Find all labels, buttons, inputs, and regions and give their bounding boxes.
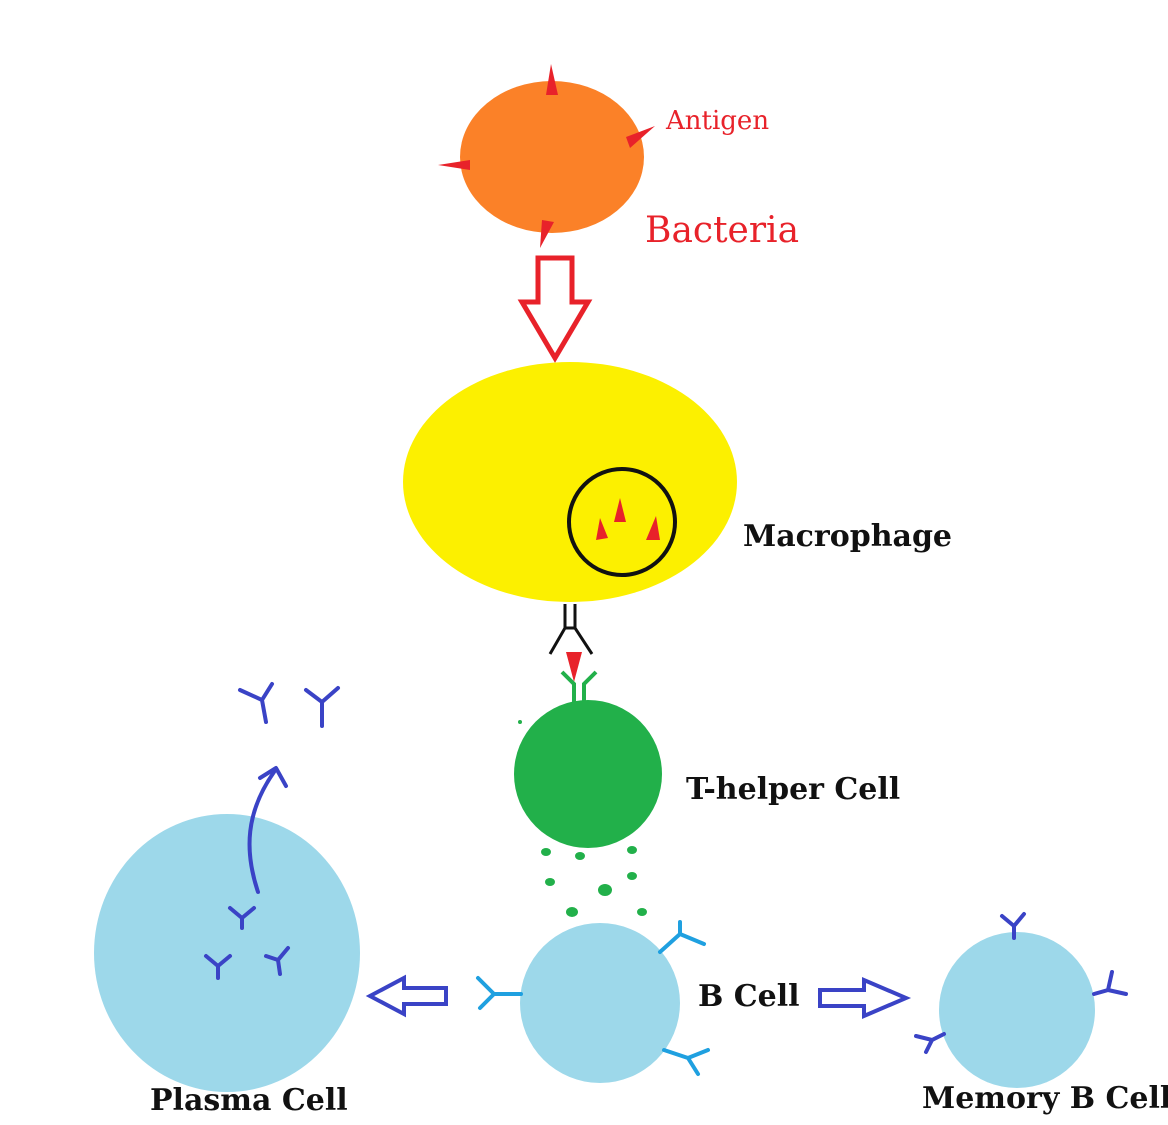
b-cell-body (520, 923, 680, 1083)
secreted-antibodies (238, 682, 340, 728)
arrow-to-plasma-cell (365, 974, 448, 1018)
phagosome (567, 467, 677, 577)
antigen-spike (540, 220, 554, 248)
presented-antigen (566, 652, 582, 682)
bacteria-label: Bacteria (645, 210, 799, 251)
secretion-arrow (247, 770, 276, 894)
antigen-spike (438, 160, 470, 170)
plasma-cell-body (94, 814, 360, 1092)
cytokines (518, 720, 647, 917)
memory-b-cell-body (939, 932, 1095, 1088)
antigen-spike (546, 64, 558, 95)
engulf-arrow (517, 255, 593, 363)
bacteria (438, 64, 655, 248)
macrophage-label: Macrophage (743, 519, 952, 554)
b-cell (476, 920, 710, 1083)
antigen-presentation (548, 604, 598, 704)
antibodies-internal (204, 906, 290, 980)
b-cell-label: B Cell (698, 979, 800, 1014)
digested-antigen (596, 518, 608, 540)
plasma-cell-label: Plasma Cell (150, 1083, 348, 1118)
macrophage (403, 362, 737, 602)
antigen-label: Antigen (665, 106, 769, 136)
memory-b-cell (914, 912, 1128, 1088)
macrophage-body (403, 362, 737, 602)
digested-antigen (614, 498, 626, 522)
bacteria-body (460, 81, 644, 233)
t-helper-cell (514, 700, 662, 848)
antigen-spike (626, 126, 655, 148)
memory-b-cell-label: Memory B Cell (922, 1081, 1168, 1116)
digested-antigen (646, 516, 660, 540)
plasma-cell (94, 766, 360, 1092)
t-helper-label: T-helper Cell (686, 772, 900, 807)
arrow-to-memory-cell (818, 976, 912, 1020)
